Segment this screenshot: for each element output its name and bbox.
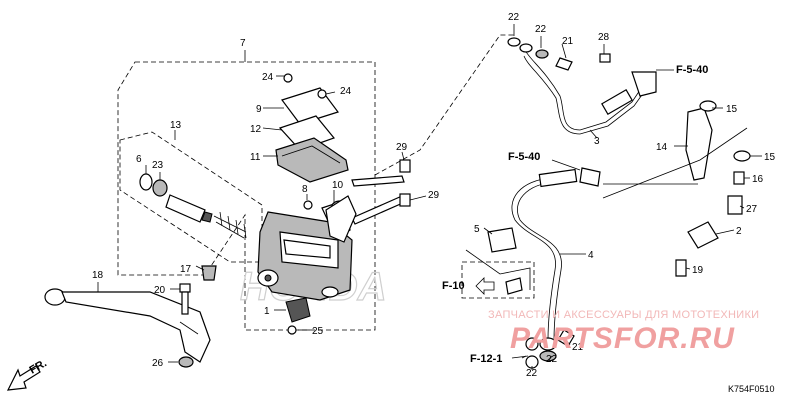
callout-24a: 24 (262, 72, 274, 83)
callout-9: 9 (256, 104, 262, 115)
pivot-nut (178, 356, 194, 368)
grommet-upper (699, 100, 717, 112)
reference-f5-40-mid: F-5-40 (508, 151, 540, 163)
callout-6: 6 (136, 154, 142, 165)
assembly-outline-hose (374, 34, 515, 176)
callout-15b: 15 (764, 152, 776, 163)
lever-boot (201, 265, 217, 281)
holder (325, 195, 357, 243)
brake-switch (285, 297, 311, 323)
master-cylinder (257, 199, 353, 301)
leader-lines (97, 24, 762, 370)
part-callouts: 7 24 24 9 12 11 13 6 23 8 10 29 29 17 18… (92, 12, 776, 379)
assembly-outline-13 (119, 131, 263, 263)
callout-27: 27 (746, 204, 758, 215)
callout-7: 7 (240, 38, 246, 49)
callout-4: 4 (588, 250, 594, 261)
reference-f10: F-10 (442, 261, 535, 299)
callout-21b: 21 (572, 342, 584, 353)
callout-14: 14 (656, 142, 668, 153)
reference-f12-1: F-12-1 (470, 353, 502, 365)
collar (733, 171, 745, 185)
callout-29b: 29 (428, 190, 440, 201)
svg-text:F-10: F-10 (442, 280, 465, 292)
screw-set (283, 73, 327, 335)
callout-22a: 22 (508, 12, 520, 23)
callout-20: 20 (154, 285, 166, 296)
lower-brake-hose (511, 167, 601, 369)
callout-3: 3 (594, 136, 600, 147)
callout-17: 17 (180, 264, 192, 275)
callout-19: 19 (692, 265, 704, 276)
brake-lever (44, 288, 211, 363)
callout-2: 2 (736, 226, 742, 237)
bolt-27 (727, 195, 743, 215)
hose-clamp (487, 227, 517, 253)
joint-2 (687, 221, 719, 249)
callout-12: 12 (250, 124, 262, 135)
reservoir-cover (275, 87, 349, 183)
upper-brake-hose (507, 37, 657, 135)
pivot-bolt (179, 283, 191, 315)
watermark-brand: PARTSFOR.RU (510, 322, 735, 355)
callout-18: 18 (92, 270, 104, 281)
diagram-code: K754F0510 (728, 384, 775, 394)
callout-23: 23 (152, 160, 164, 171)
callout-25: 25 (312, 326, 324, 337)
screw-5 (505, 277, 523, 295)
callout-10: 10 (332, 180, 344, 191)
grommet-lower (733, 150, 751, 162)
front-direction-arrow: FR. (6, 357, 49, 391)
bolt-19 (675, 259, 687, 277)
callout-22d: 22 (526, 368, 538, 379)
callout-13: 13 (170, 120, 182, 131)
reference-f5-40-mid-leader (551, 159, 581, 171)
hose-bracket (685, 107, 713, 181)
callout-28: 28 (598, 32, 610, 43)
callout-22b: 22 (535, 24, 547, 35)
reference-f5-40-top: F-5-40 (676, 64, 708, 76)
callout-5: 5 (474, 224, 480, 235)
callout-22c: 22 (546, 354, 558, 365)
svg-text:FR.: FR. (28, 357, 49, 376)
mounting-bolts (351, 159, 411, 225)
callout-1: 1 (264, 306, 270, 317)
callout-11: 11 (250, 152, 261, 163)
callout-21a: 21 (562, 36, 574, 47)
piston-set (139, 173, 247, 239)
callout-8: 8 (302, 184, 308, 195)
callout-29a: 29 (396, 142, 408, 153)
reference-f12-1-leader (511, 355, 529, 359)
callout-16: 16 (752, 174, 764, 185)
assembly-outline-7 (117, 61, 376, 331)
callout-15a: 15 (726, 104, 738, 115)
callout-24b: 24 (340, 86, 352, 97)
watermark-tagline: ЗАПЧАСТИ И АКСЕССУАРЫ ДЛЯ МОТОТЕХНИКИ (488, 309, 759, 321)
callout-26: 26 (152, 358, 164, 369)
